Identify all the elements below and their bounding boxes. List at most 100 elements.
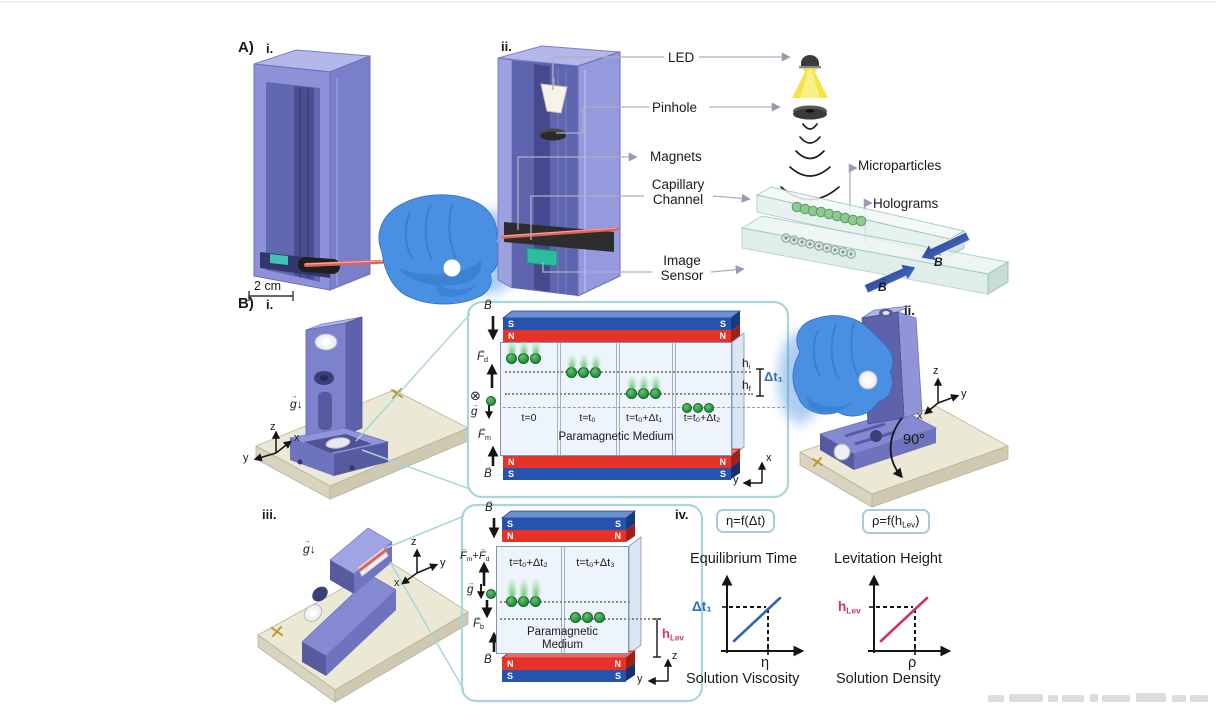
microparticle	[506, 596, 517, 607]
magnets-label: Magnets	[650, 149, 702, 164]
height-bracket-b-i	[756, 368, 764, 397]
equilibrium-dashed-line	[503, 407, 785, 408]
panel-b-iv-tag: iv.	[675, 507, 689, 522]
b-field-label: →B	[484, 650, 492, 666]
y-axis-label-left: Δt₁	[692, 599, 712, 614]
b-field-label: →B	[485, 498, 493, 514]
gravity-label: →g	[471, 402, 479, 418]
panel-a-ii-tag: ii.	[501, 39, 512, 54]
magnetic-force-label: →Fm	[478, 425, 491, 442]
time-label: t=t₀+Δt₁	[626, 412, 662, 424]
vector-arrow: →	[290, 392, 298, 400]
axis-x-label: x	[394, 577, 400, 589]
buoyancy-force-label: →Fb	[473, 614, 484, 631]
leader-lines	[517, 52, 873, 275]
microparticle	[518, 596, 529, 607]
cropped-caption-fragment	[988, 693, 1208, 702]
magnet-pole-label: S	[508, 318, 515, 329]
rotation-arc	[889, 417, 903, 479]
axis-z-label: z	[672, 650, 678, 662]
axis-y-label: y	[733, 474, 739, 486]
magnet-pole-label: S	[508, 468, 515, 479]
time-label: t=0	[521, 412, 537, 424]
bottom-magnet-n-bar: N N	[503, 456, 731, 468]
vector-arrow: →	[879, 275, 887, 283]
microparticle	[518, 353, 529, 364]
capillary-channel-label: Capillary Channel	[651, 177, 705, 208]
microparticle	[530, 353, 541, 364]
gloved-hand-b-ii	[778, 315, 894, 424]
image-sensor-chip	[526, 247, 558, 267]
vector-arrow: →	[479, 546, 487, 554]
paramagnetic-medium-box-biii	[496, 546, 629, 654]
lens-on-base	[833, 443, 851, 461]
microparticles-row	[791, 201, 867, 227]
top-magnet-s-bar: S S	[503, 318, 731, 330]
time-label: t=t₀+Δt₃	[576, 557, 615, 569]
vector-arrow: →	[303, 537, 311, 545]
magnet-pole-label: N	[508, 456, 515, 467]
reference-particle	[486, 396, 496, 406]
magnet-pole-label: N	[507, 530, 514, 541]
dotted-line	[500, 601, 630, 603]
magnet-pole-label: N	[614, 530, 622, 541]
vector-arrow: →	[486, 498, 493, 506]
axis-z-label: z	[933, 365, 939, 377]
panel-b-tag: B)	[238, 295, 254, 312]
image-sensor-label: Image Sensor	[660, 253, 704, 284]
vector-arrow: →	[477, 347, 485, 355]
combined-force-label: →Fm+→Fd	[460, 546, 490, 563]
device-a-i	[253, 49, 371, 291]
hlev-bracket	[653, 618, 661, 658]
hi-dotted-line	[505, 371, 751, 373]
channel-divider	[561, 547, 565, 653]
microparticle	[506, 353, 517, 364]
drag-force-label: →Fd	[477, 347, 488, 364]
magnet-pole-label: S	[614, 518, 621, 529]
vector-arrow: →	[485, 464, 492, 472]
axis-y-label: y	[243, 452, 249, 464]
force-arrows-b-iii	[477, 518, 500, 652]
magnet-pole-label: S	[719, 318, 726, 329]
axis-z-label: z	[411, 536, 417, 548]
device-b-ii	[819, 305, 938, 470]
paramagnetic-medium-label: Paramagnetic Medium	[527, 626, 598, 651]
channel-divider	[616, 343, 620, 455]
vector-arrow: →	[485, 650, 492, 658]
top-magnet-n-bar: N N	[503, 330, 731, 342]
x-axis-label-left: Solution Viscosity	[686, 671, 800, 687]
panel-b-i-tag: i.	[266, 297, 274, 312]
microparticle	[566, 367, 577, 378]
holograms-label: Holograms	[873, 196, 939, 211]
microparticle	[650, 388, 661, 399]
axes-b-i-device	[253, 430, 292, 462]
vector-arrow: →	[485, 296, 492, 304]
microparticle	[582, 612, 593, 623]
gloved-hand-a-i	[378, 194, 518, 305]
axis-x-label: x	[294, 432, 300, 444]
graph-density	[868, 574, 952, 657]
vector-arrow: →	[473, 614, 481, 622]
vector-arrow: →	[478, 425, 486, 433]
led-label: LED	[668, 50, 695, 65]
magnet-pole-label: N	[508, 330, 515, 341]
vector-arrow: →	[471, 402, 479, 410]
b-field-label: →B	[934, 250, 943, 269]
microparticle	[594, 612, 605, 623]
light-cone	[792, 70, 828, 98]
pinhole-knob-side	[312, 586, 328, 602]
axes-b-iii-schematic	[647, 658, 673, 686]
graph-viscosity	[721, 574, 805, 657]
microparticle	[682, 403, 692, 413]
density-formula-box: ρ=f(hLev)	[862, 509, 930, 534]
magnet-pole-label: N	[507, 658, 514, 669]
bottom-magnet-n-bar: N N	[502, 658, 626, 670]
density-trend-line	[879, 596, 929, 643]
panel-a-tag: A)	[238, 39, 254, 56]
magnet-pole-label: N	[614, 658, 622, 669]
axes-b-ii	[924, 377, 960, 415]
axis-y-label: y	[637, 673, 643, 685]
magnet-pole-label: S	[614, 670, 621, 681]
time-label: t=t₀	[579, 412, 596, 424]
